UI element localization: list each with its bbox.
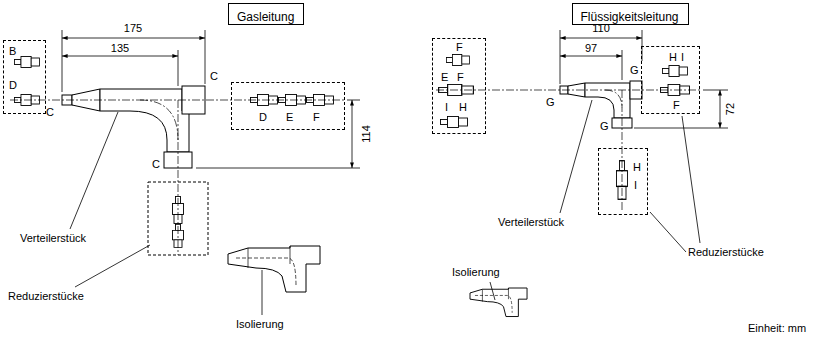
dimension: 97 [585, 42, 597, 55]
leader-lines [70, 112, 262, 315]
dimension-lines [560, 30, 728, 128]
joint-letter: G [546, 96, 555, 109]
part-letter: H [633, 161, 641, 174]
part-letter: I [634, 179, 637, 192]
joint-letter: C [210, 70, 218, 83]
part-letter: E [441, 71, 448, 84]
part-letter: F [313, 111, 320, 124]
dimension: 135 [111, 42, 129, 55]
part-name: Isolierung [236, 318, 284, 331]
joint-letter: G [600, 120, 609, 133]
joint-letter: C [152, 158, 160, 171]
part-letter: F [673, 99, 680, 112]
part-letter: E [286, 111, 293, 124]
heading-text: Flüssigkeitsleitung [581, 10, 679, 24]
part-name: Verteilerstück [20, 232, 86, 245]
part-name: Verteilerstück [498, 216, 564, 229]
heading-box: Flüssigkeitsleitung [572, 3, 689, 25]
part-letter: F [456, 41, 463, 54]
part-name: Reduzierstücke [688, 246, 764, 259]
joint-letter: G [630, 64, 639, 77]
part-name: Isolierung [452, 266, 500, 279]
unit-note: Einheit: mm [748, 322, 806, 335]
dimension-lines [62, 30, 360, 168]
dimension: 72 [724, 103, 737, 115]
part-group-box: HI F [641, 46, 700, 114]
heading-text: Gasleitung [237, 10, 294, 24]
part-letter: I [445, 101, 448, 114]
part-letter: H [669, 51, 677, 64]
heading-box: Gasleitung [228, 3, 304, 25]
leader-lines [490, 100, 700, 300]
part-group-box: HI [598, 148, 648, 215]
gas-centerlines [10, 100, 345, 255]
part-letter: H [459, 101, 467, 114]
liquid-reducers [439, 55, 690, 200]
part-letter: I [681, 51, 684, 64]
gas-reducers [14, 57, 333, 256]
liquid-insulation [470, 288, 527, 317]
liquid-centerlines [436, 90, 700, 210]
part-name: Reduzierstücke [8, 290, 84, 303]
part-letter: D [259, 111, 267, 124]
joint-letter: C [46, 106, 54, 119]
part-letter: F [457, 71, 464, 84]
part-group-box: BD [3, 40, 46, 114]
gas-distributor [62, 86, 205, 168]
dimension: 114 [360, 125, 373, 143]
part-letter: D [9, 79, 17, 92]
dimension: 110 [592, 22, 610, 35]
part-group-box: FEFIH [432, 38, 486, 134]
part-group-box: D E F [231, 82, 345, 130]
gas-insulation [228, 246, 320, 292]
part-letter: B [9, 45, 16, 58]
dimension: 175 [124, 22, 142, 35]
